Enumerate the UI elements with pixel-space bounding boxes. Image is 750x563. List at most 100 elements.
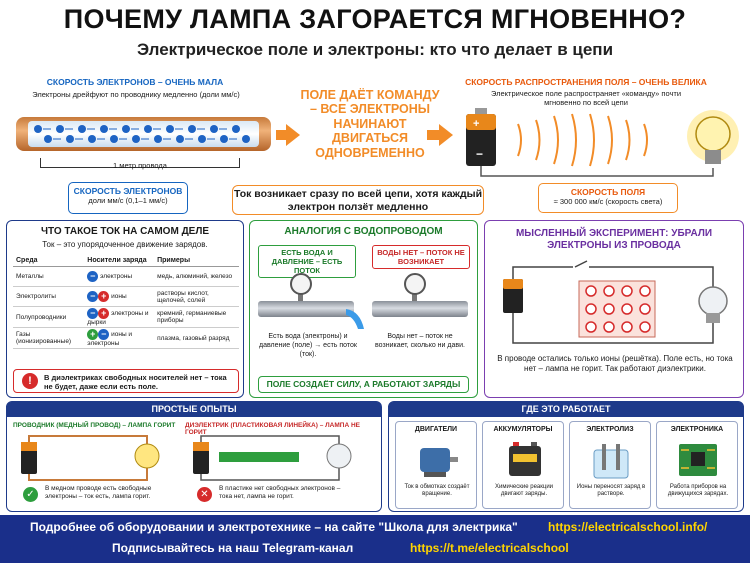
field-speed-box-title: СКОРОСТЬ ПОЛЯ [570,187,646,197]
medium-cell: Металлы [13,266,85,287]
ion-icon: + [87,329,99,340]
battery-field-lamp-illustration: + − [466,108,739,177]
carrier-cell: −+ ионы [84,286,155,307]
carrier-label: ионы [111,293,127,301]
panel-title: ПРОСТЫЕ ОПЫТЫ [7,402,381,417]
column-header: Носители заряда [84,255,155,267]
dielectric-warning: ! В диэлектриках свободных носителей нет… [13,369,239,393]
page-subtitle: Электрическое поле и электроны: кто что … [136,40,614,59]
pressure-gauge-icon [290,273,312,295]
water-stream-icon [346,309,364,329]
footer-bar: Подробнее об оборудовании и электротехни… [0,515,750,563]
application-card: ЭЛЕКТРОНИКА Работа приборов на движущихс… [656,421,738,509]
carrier-cell: −+ электроны и дырки [84,306,155,328]
wire-length-scale [40,158,240,168]
medium-cell: Полупроводники [13,306,85,328]
field-speed-box-value: ≈ 300 000 км/с (скорость света) [553,197,663,206]
field-speed-heading: СКОРОСТЬ РАСПРОСТРАНЕНИЯ ПОЛЯ – ОЧЕНЬ ВЕ… [465,77,707,87]
field-speed-desc: Электрическое поле распространяет «коман… [490,89,682,107]
footer-site-text: Подробнее об оборудовании и электротехни… [30,520,518,534]
thought-experiment-panel: МЫСЛЕННЫЙ ЭКСПЕРИМЕНТ: УБРАЛИ ЭЛЕКТРОНЫ … [484,220,744,398]
flow-yes-text: Есть вода (электроны) и давление (поле) … [259,333,357,358]
pressure-gauge-icon [404,273,426,295]
copper-wire-illustration [16,117,271,151]
card-text: Ток в обмотках создаёт вращение. [404,484,470,498]
arrow-right-icon [286,124,300,146]
water-panel-footer: ПОЛЕ СОЗДАЁТ СИЛУ, А РАБОТАЮТ ЗАРЯДЫ [258,376,469,393]
examples-cell: кремний, германиевые приборы [154,306,239,328]
card-text: Химические реакции двигают заряды. [494,484,554,498]
cross-icon: ✕ [197,487,212,502]
dielectric-circuit-illustration [193,435,352,481]
motor-icon [420,448,458,477]
gauge-stem [412,293,417,301]
application-card: ДВИГАТЕЛИ Ток в обмотках создаёт вращени… [395,421,477,509]
card-title: ДВИГАТЕЛИ [414,426,458,433]
carrier-label: электроны и дырки [87,310,149,326]
electron-speed-box-value: доли мм/с (0,1–1 мм/с) [88,196,168,205]
where-it-works-panel: ГДЕ ЭТО РАБОТАЕТ ДВИГАТЕЛИ Ток в обмотка… [388,401,744,512]
panel-title: АНАЛОГИЯ С ВОДОПРОВОДОМ [284,226,443,237]
electron-icon: − [87,308,99,319]
warning-icon: ! [22,373,38,389]
column-header: Примеры [154,255,239,267]
flow-yes-tag: ЕСТЬ ВОДА И ДАВЛЕНИЕ – ЕСТЬ ПОТОК [258,245,356,278]
electron-speed-box: СКОРОСТЬ ЭЛЕКТРОНОВ доли мм/с (0,1–1 мм/… [68,182,188,214]
arrow-right-bar [427,130,439,140]
conductor-heading: ПРОВОДНИК (МЕДНЫЙ ПРОВОД) – ЛАМПА ГОРИТ [13,422,176,429]
electron-icon: − [87,271,99,282]
application-card: АККУМУЛЯТОРЫ Химические реакции двигают … [482,421,564,509]
electron-speed-heading: СКОРОСТЬ ЭЛЕКТРОНОВ – ОЧЕНЬ МАЛА [46,77,224,87]
electron-icon: − [98,329,110,340]
panel-title: МЫСЛЕННЫЙ ЭКСПЕРИМЕНТ: УБРАЛИ ЭЛЕКТРОНЫ … [515,228,713,251]
conductor-circuit-illustration [21,435,160,481]
ion-lattice-circuit-illustration [503,260,728,344]
examples-cell: медь, алюминий, железо [154,266,239,287]
card-title: ЭЛЕКТРОЛИЗ [586,426,634,433]
gauge-stem [298,293,303,301]
anion-icon: − [87,291,99,302]
card-text: Ионы переносят заряд в растворе. [576,484,646,498]
water-pipe-right [372,301,468,317]
card-title: ЭЛЕКТРОНИКА [670,426,724,433]
what-is-current-panel: ЧТО ТАКОЕ ТОК НА САМОМ ДЕЛЕ Ток – это уп… [6,220,244,398]
current-everywhere-box: Ток возникает сразу по всей цепи, хотя к… [232,185,484,215]
footer-site-link[interactable]: https://electricalschool.info/ [548,520,708,534]
cation-icon: + [98,291,110,302]
electron-speed-desc: Электроны дрейфуют по проводнику медленн… [32,90,240,99]
carrier-cell: +− ионы и электроны [84,327,155,349]
dielectric-text: В пластике нет свободных электронов – то… [219,485,341,501]
warning-text: В диэлектриках свободных носителей нет –… [44,373,227,391]
arrow-right-icon [439,124,453,146]
panel-title: ЧТО ТАКОЕ ТОК НА САМОМ ДЕЛЕ [40,226,210,237]
carrier-label: ионы и электроны [87,331,133,347]
water-pipe-left [258,301,354,317]
conductor-text: В медном проводе есть свободные электрон… [45,485,152,501]
field-speed-box: СКОРОСТЬ ПОЛЯ ≈ 300 000 км/с (скорость с… [538,183,678,213]
carrier-cell: − электроны [84,266,155,287]
panel-subtitle: Ток – это упорядоченное движение зарядов… [42,240,208,249]
circuit-board-icon [679,444,717,476]
electron-flow-icon [34,125,250,143]
footer-telegram-link[interactable]: https://t.me/electricalschool [410,541,569,555]
battery-icon [509,442,541,476]
wire-length-label: 1 метр провода [113,161,167,170]
charge-carriers-table: Среда Носители заряда Примеры Металлы − … [13,255,239,349]
electrolysis-icon [593,444,629,479]
field-command-text: ПОЛЕ ДАЁТ КОМАНДУ – ВСЕ ЭЛЕКТРОНЫ НАЧИНА… [300,88,440,160]
hole-icon: + [98,308,110,319]
examples-cell: растворы кислот, щелочей, солей [154,286,239,307]
dielectric-heading: ДИЭЛЕКТРИК (ПЛАСТИКОВАЯ ЛИНЕЙКА) – ЛАМПА… [185,422,360,436]
card-text: Работа приборов на движущихся зарядах. [667,484,729,498]
flow-no-text: Воды нет – поток не возникает, сколько н… [375,333,465,349]
arrow-left-bar [276,130,286,140]
svg-text:−: − [476,147,483,161]
application-card: ЭЛЕКТРОЛИЗ Ионы переносят заряд в раство… [569,421,651,509]
carrier-label: электроны [100,273,133,281]
flow-no-tag: ВОДЫ НЕТ – ПОТОК НЕ ВОЗНИКАЕТ [372,245,470,269]
medium-cell: Газы (ионизированные) [13,327,85,349]
column-header: Среда [13,255,85,267]
table-row: Газы (ионизированные) +− ионы и электрон… [13,327,239,349]
medium-cell: Электролиты [13,286,85,307]
table-row: Электролиты −+ ионы растворы кислот, щел… [13,286,239,307]
